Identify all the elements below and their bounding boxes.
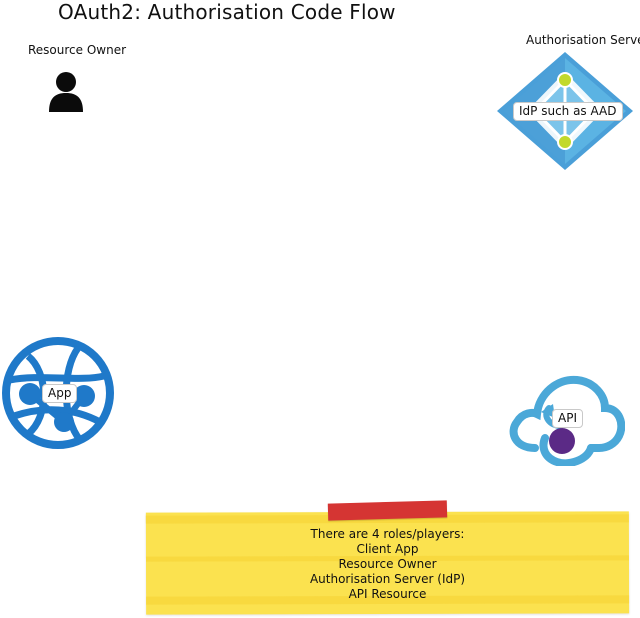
cloud-api-icon: [509, 375, 625, 466]
diagram-title: OAuth2: Authorisation Code Flow: [58, 0, 396, 24]
sticky-note-tape: [327, 500, 448, 521]
app-tag: App: [42, 384, 78, 403]
note-line: Client App: [356, 542, 419, 556]
note-line: API Resource: [348, 587, 427, 601]
note-line: Authorisation Server (IdP): [309, 572, 466, 586]
sticky-note-text: There are 4 roles/players: Client App Re…: [146, 527, 629, 602]
note-line: Resource Owner: [338, 557, 437, 571]
note-line: There are 4 roles/players:: [310, 527, 465, 541]
api-tag: API: [552, 409, 583, 428]
idp-tag: IdP such as AAD: [513, 102, 623, 121]
authorisation-server-label: Authorisation Server: [526, 33, 640, 47]
person-icon: [49, 72, 83, 112]
resource-owner-label: Resource Owner: [28, 43, 127, 57]
